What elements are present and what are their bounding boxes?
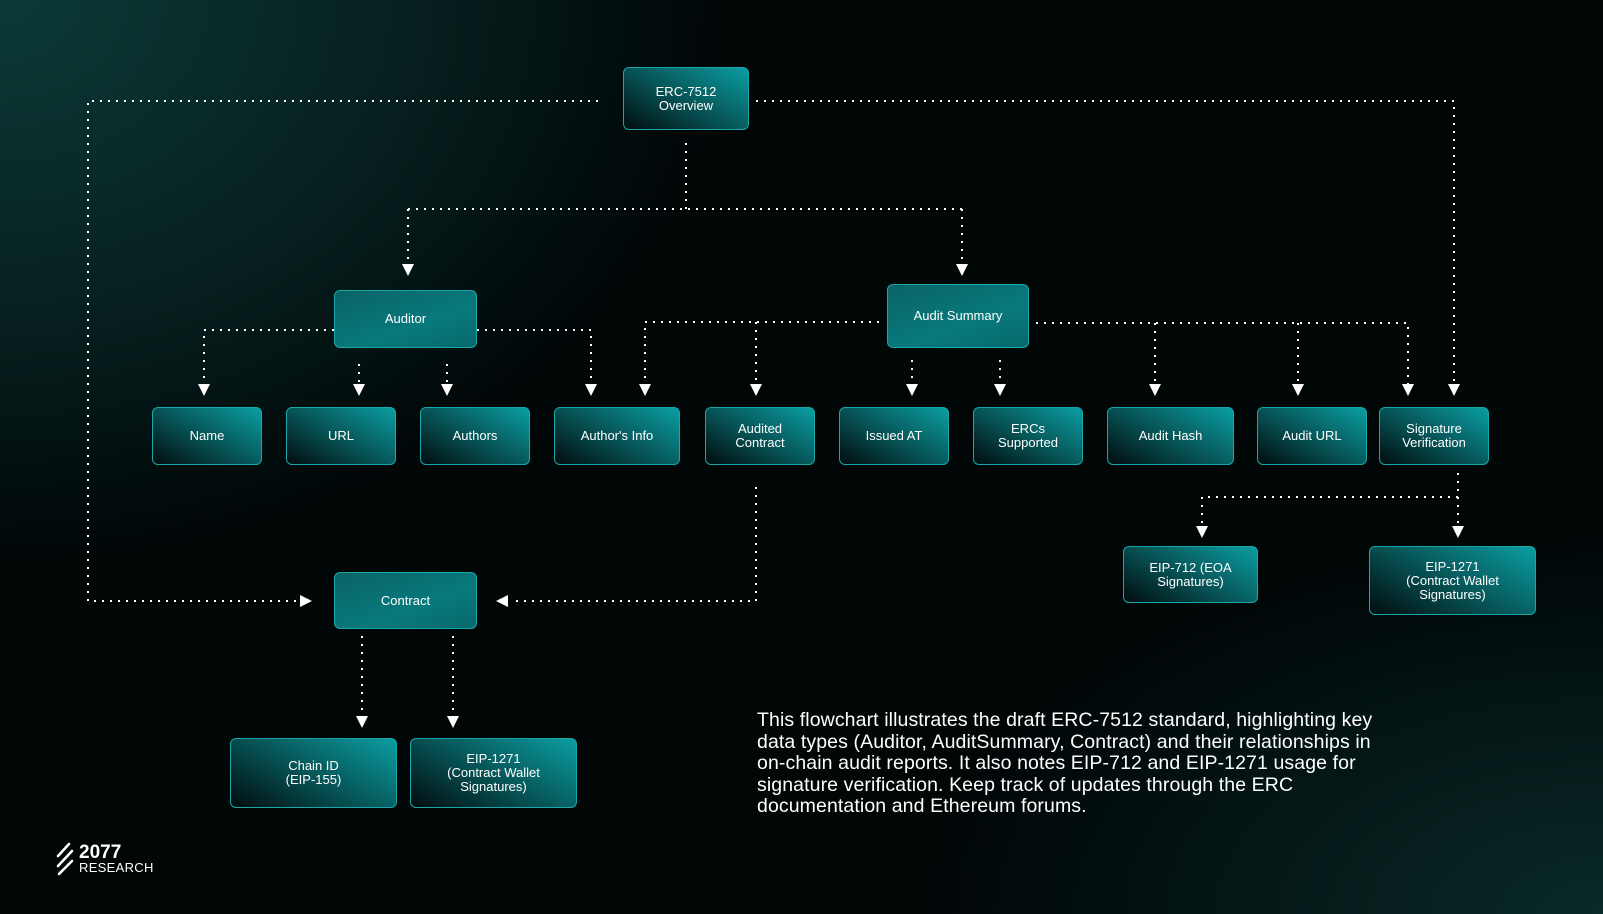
node-erc7512-overview: ERC-7512 Overview	[623, 67, 749, 130]
node-signature-verification: Signature Verification	[1379, 407, 1489, 465]
connector-auditor-name	[203, 329, 334, 384]
arrow-down-icon	[1448, 384, 1460, 396]
arrow-down-icon	[353, 384, 365, 396]
arrow-left-icon	[496, 595, 508, 607]
node-label: Authors	[452, 428, 498, 443]
arrow-down-icon	[1196, 526, 1208, 538]
node-label: Audit URL	[1282, 428, 1342, 443]
arrow-down-icon	[994, 384, 1006, 396]
node-eip1271-contract: EIP-1271 (Contract Wallet Signatures)	[410, 738, 577, 808]
node-auditor: Auditor	[334, 290, 477, 348]
node-contract: Contract	[334, 572, 477, 629]
node-label: EIP-712 (EOA Signatures)	[1149, 559, 1232, 589]
node-label: Auditor	[384, 311, 427, 326]
node-audited-contract: Audited Contract	[705, 407, 815, 465]
connector-overview-signature	[756, 100, 1455, 386]
description-line: documentation and Ethereum forums.	[757, 795, 1087, 818]
arrow-down-icon	[639, 384, 651, 396]
node-label: Issued AT	[865, 428, 923, 443]
connector-signature-eip712	[1201, 496, 1458, 526]
node-url: URL	[286, 407, 396, 465]
connector-audited-contract-contract	[510, 487, 757, 602]
arrow-down-icon	[198, 384, 210, 396]
node-label: Author's Info	[580, 428, 654, 443]
node-chain-id: Chain ID (EIP-155)	[230, 738, 397, 808]
connector-summary-signature	[1036, 322, 1409, 384]
description-line: on-chain audit reports. It also notes EI…	[757, 752, 1356, 775]
logo-slashes-icon	[56, 842, 74, 876]
connector-summary-authors-info	[644, 321, 879, 384]
node-eip712: EIP-712 (EOA Signatures)	[1123, 546, 1258, 603]
arrowheads	[198, 264, 1464, 728]
arrow-down-icon	[441, 384, 453, 396]
description-paragraph: This flowchart illustrates the draft ERC…	[757, 709, 1373, 818]
arrow-right-icon	[300, 595, 312, 607]
node-authors: Authors	[420, 407, 530, 465]
node-label: ERCs Supported	[998, 421, 1058, 450]
arrow-down-icon	[356, 716, 368, 728]
node-label: EIP-1271 (Contract Wallet Signatures)	[447, 751, 540, 794]
node-authors-info: Author's Info	[554, 407, 680, 465]
node-label: Contract	[380, 592, 431, 608]
node-eip1271-signature: EIP-1271 (Contract Wallet Signatures)	[1369, 546, 1536, 615]
node-label: Audited Contract	[735, 421, 785, 450]
node-audit-summary: Audit Summary	[887, 284, 1029, 348]
node-issued-at: Issued AT	[839, 407, 949, 465]
arrow-down-icon	[585, 384, 597, 396]
description-line: This flowchart illustrates the draft ERC…	[757, 709, 1373, 731]
node-label: URL	[327, 428, 354, 443]
node-label: Audit Hash	[1138, 428, 1203, 443]
arrow-down-icon	[750, 384, 762, 396]
node-label: EIP-1271 (Contract Wallet Signatures)	[1406, 558, 1499, 602]
description-line: data types (Auditor, AuditSummary, Contr…	[757, 730, 1371, 753]
node-label: Audit Summary	[913, 308, 1003, 323]
node-name: Name	[152, 407, 262, 465]
arrow-down-icon	[1149, 384, 1161, 396]
node-audit-hash: Audit Hash	[1107, 407, 1234, 465]
arrow-down-icon	[956, 264, 968, 276]
logo-2077-research: 2077 RESEARCH	[55, 842, 154, 876]
arrow-down-icon	[1292, 384, 1304, 396]
arrow-down-icon	[402, 264, 414, 276]
arrow-down-icon	[1402, 384, 1414, 396]
logo-text: RESEARCH	[79, 860, 154, 875]
arrow-down-icon	[906, 384, 918, 396]
logo-number: 2077	[79, 842, 122, 863]
description-line: signature verification. Keep track of up…	[757, 773, 1294, 796]
connector-overview-contract	[87, 100, 598, 602]
connector-auditor-authors-info	[477, 329, 592, 384]
node-ercs-supported: ERCs Supported	[973, 407, 1083, 465]
node-label: Signature Verification	[1402, 421, 1466, 450]
arrow-down-icon	[1452, 526, 1464, 538]
node-audit-url: Audit URL	[1257, 407, 1367, 465]
node-label: Name	[189, 428, 225, 443]
node-label: Chain ID (EIP-155)	[285, 758, 342, 787]
node-label: ERC-7512 Overview	[655, 83, 717, 113]
arrow-down-icon	[447, 716, 459, 728]
